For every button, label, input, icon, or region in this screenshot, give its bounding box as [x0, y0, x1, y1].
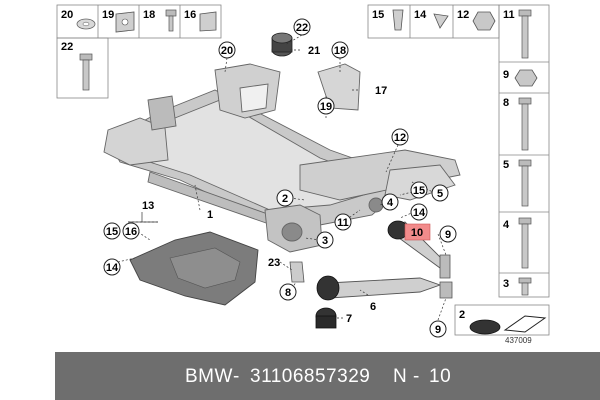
callouts: 22 21 20 18 17 19 12 1 2 13 15 16 14 11 …: [103, 18, 457, 338]
footer-brand: BMW: [185, 366, 233, 387]
callout-20: 20: [221, 45, 233, 57]
callout-8: 8: [285, 287, 291, 299]
callout-5: 5: [437, 188, 443, 200]
bracket-23: [289, 261, 305, 283]
footer-position-number: 10: [429, 366, 452, 387]
part-label-15: 15: [372, 9, 384, 21]
part-label-9: 9: [503, 69, 509, 81]
footer-position-code: N: [393, 366, 408, 387]
diagram-ref-number: 437009: [505, 336, 532, 345]
callout-7: 7: [346, 313, 352, 325]
part-label-19: 19: [102, 9, 114, 21]
callout-12: 12: [394, 132, 406, 144]
part-label-20: 20: [61, 9, 73, 21]
part-label-3: 3: [503, 278, 509, 290]
top-right-parts-grid: 15 14 12 11 9 8 5 4 3 2: [367, 4, 550, 336]
part-label-14: 14: [414, 9, 427, 21]
footer-separator-2: -: [413, 366, 420, 387]
callout-15-left: 15: [106, 226, 118, 238]
flange-bolt-icon: [79, 53, 93, 61]
callout-15-right: 15: [413, 185, 425, 197]
callout-18: 18: [334, 45, 346, 57]
highlight-box-10: [404, 223, 431, 241]
footer-separator-1: -: [233, 366, 240, 387]
bushing-7: [315, 307, 337, 329]
part-label-18: 18: [143, 9, 155, 21]
callout-19: 19: [320, 101, 332, 113]
part-label-4: 4: [503, 219, 510, 231]
callout-16: 16: [125, 226, 137, 238]
callout-4: 4: [387, 197, 394, 209]
direction-arrow-icon: [503, 315, 547, 333]
part-label-22-box: 22: [61, 41, 73, 53]
short-bolt-icon: [518, 277, 532, 284]
callout-9-bottom: 9: [435, 324, 441, 336]
engine-mount-rubber: [271, 32, 293, 57]
callout-11: 11: [337, 217, 349, 229]
long-bolt-icon: [518, 9, 532, 17]
callout-6: 6: [370, 301, 376, 313]
stud-bolt-icon: [518, 217, 532, 225]
callout-2: 2: [282, 193, 288, 205]
callout-1: 1: [207, 209, 213, 221]
footer-bar: BMW - 31106857329 N - 10: [55, 352, 600, 400]
collar-bolt-icon: [518, 159, 532, 167]
footer-part-number: 31106857329: [250, 366, 371, 387]
top-left-parts-grid: 20 19 18 16 22: [56, 4, 222, 99]
part-label-8: 8: [503, 97, 509, 109]
clip-icon: [433, 13, 449, 29]
hex-nut-icon: [472, 11, 496, 31]
part-label-5: 5: [503, 159, 509, 171]
callout-3: 3: [322, 235, 328, 247]
callout-21: 21: [308, 45, 320, 57]
part-label-2-box: 2: [459, 309, 465, 321]
control-arm-6: [316, 275, 453, 301]
callout-9-top: 9: [445, 229, 451, 241]
part-label-11: 11: [503, 9, 515, 21]
speed-nut-icon: [199, 11, 217, 32]
expanding-rivet-icon: [392, 9, 404, 31]
callout-13: 13: [142, 200, 154, 212]
callout-22: 22: [296, 22, 308, 34]
callout-14-right: 14: [413, 207, 426, 219]
part-label-12: 12: [457, 9, 469, 21]
front-axle-subframe: [103, 63, 461, 253]
callout-17: 17: [375, 85, 387, 97]
hex-bolt-icon: [518, 97, 532, 105]
callout-10-highlighted: 10: [411, 227, 423, 239]
rubber-mount-icon: [469, 319, 501, 335]
part-label-16: 16: [184, 9, 196, 21]
callout-23: 23: [268, 257, 280, 269]
callout-14-left: 14: [106, 262, 119, 274]
self-locking-nut-icon: [514, 69, 538, 87]
screw-icon: [165, 9, 177, 17]
